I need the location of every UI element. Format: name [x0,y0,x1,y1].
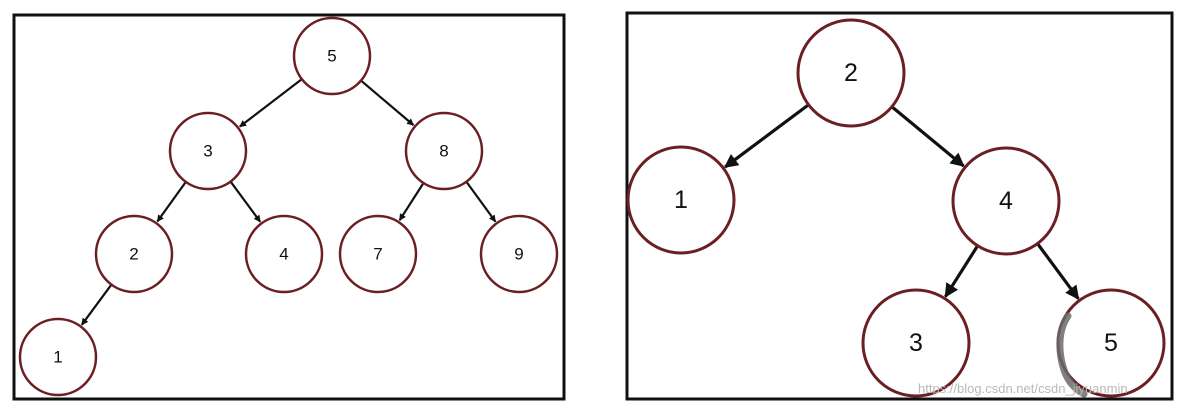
left-node-circle [292,16,372,96]
right-node-circle [951,146,1061,256]
left-node-1: 1 [18,317,98,397]
left-node-circle [168,111,248,191]
left-node-4: 4 [244,214,324,294]
left-node-circle [404,111,484,191]
right-node-label: 1 [674,186,688,214]
left-node-label: 1 [53,348,62,367]
left-node-label: 2 [129,245,138,264]
right-node-2: 2 [796,18,906,128]
left-edge-3-to-4 [229,180,262,223]
left-node-label: 9 [514,245,523,264]
left-edge-2-to-1 [80,283,113,326]
right-edge-4-to-3 [944,244,979,298]
right-node-label: 3 [909,329,923,357]
right-edge-4-to-5 [1036,242,1080,300]
left-node-circle [479,214,559,294]
left-node-label: 4 [279,245,288,264]
right-node-3: 3 [861,288,971,398]
left-node-5: 5 [292,16,372,96]
left-edge-5-to-3 [239,78,303,128]
right-node-circle [861,288,971,398]
left-node-7: 7 [338,214,418,294]
right-edge-2-to-4 [890,105,965,168]
left-node-circle [18,317,98,397]
watermark: https://blog.csdn.net/csdn_jiyuanmin [918,381,1128,396]
left-edge-8-to-7 [398,182,425,221]
left-node-circle [244,214,324,294]
right-node-4: 4 [951,146,1061,256]
left-node-8: 8 [404,111,484,191]
left-node-circle [94,214,174,294]
left-node-circle [338,214,418,294]
left-node-2: 2 [94,214,174,294]
right-node-circle [796,18,906,128]
left-node-label: 5 [327,47,336,66]
right-node-1: 1 [626,145,736,255]
right-edge-2-to-1 [723,103,810,169]
right-node-label: 5 [1104,329,1118,357]
left-edge-3-to-2 [156,181,187,223]
right-node-circle [626,145,736,255]
left-node-label: 3 [203,142,212,161]
left-edge-5-to-8 [360,79,415,126]
left-node-label: 7 [373,245,382,264]
right-node-label: 4 [999,187,1013,215]
right-node-label: 2 [844,59,858,87]
left-node-3: 3 [168,111,248,191]
left-edge-8-to-9 [465,181,497,223]
left-tree-panel [12,13,566,401]
left-node-9: 9 [479,214,559,294]
scribble-mark [1056,312,1088,398]
left-node-label: 8 [439,142,448,161]
